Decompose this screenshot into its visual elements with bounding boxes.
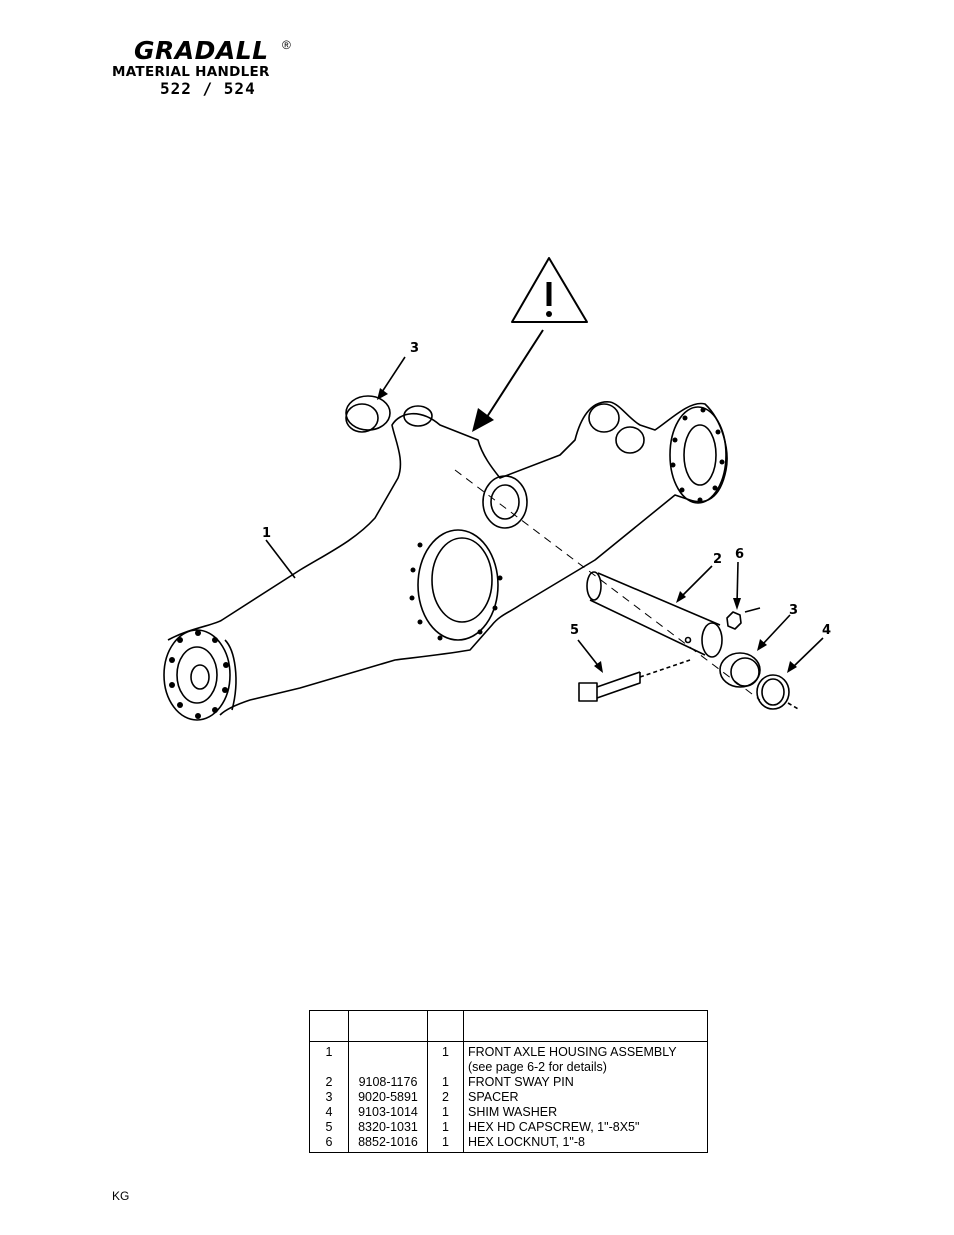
spacer-bottom: [719, 652, 761, 688]
parts-table: 1 1 FRONT AXLE HOUSING ASSEMBLY (see pag…: [309, 1010, 708, 1153]
logo-subtitle: MATERIAL HANDLER: [112, 64, 270, 80]
callout-6: 6: [735, 547, 744, 562]
header-desc: [463, 1010, 708, 1042]
cell-part: 9020-5891: [348, 1090, 428, 1105]
callout-4: 4: [822, 623, 831, 638]
callout-3-bottom: 3: [789, 603, 798, 618]
cell-item: 2: [309, 1075, 349, 1090]
cell-desc: FRONT AXLE HOUSING ASSEMBLY: [468, 1045, 677, 1059]
cell-item: 4: [309, 1105, 349, 1120]
header-qty: [427, 1010, 464, 1042]
footer-code: KG: [112, 1189, 130, 1203]
table-row: 4 9103-1014 1 SHIM WASHER: [309, 1105, 708, 1120]
cell-part: 9108-1176: [348, 1075, 428, 1090]
callout-3-top: 3: [410, 341, 419, 356]
table-row: 6 8852-1016 1 HEX LOCKNUT, 1"-8: [309, 1135, 708, 1153]
cell-qty: 1: [427, 1041, 464, 1060]
cell-part: 8320-1031: [348, 1120, 428, 1135]
cell-qty: 1: [427, 1135, 464, 1153]
cell-item: [309, 1060, 349, 1075]
cell-desc: HEX LOCKNUT, 1"-8: [468, 1135, 585, 1149]
shim-washer: [756, 674, 801, 711]
header-part: [348, 1010, 428, 1042]
cell-qty: 1: [427, 1120, 464, 1135]
cell-part: [348, 1041, 428, 1060]
table-row: 1 1 FRONT AXLE HOUSING ASSEMBLY: [309, 1041, 708, 1060]
locknut: [726, 607, 761, 630]
warning-arrow: [472, 329, 544, 432]
cell-part: 8852-1016: [348, 1135, 428, 1153]
header-item: [309, 1010, 349, 1042]
cell-qty: 1: [427, 1075, 464, 1090]
cell-qty: [427, 1060, 464, 1075]
table-row: (see page 6-2 for details): [309, 1060, 708, 1075]
axle-housing: [163, 401, 728, 721]
cell-qty: 2: [427, 1090, 464, 1105]
cell-item: 3: [309, 1090, 349, 1105]
cell-item: 1: [309, 1041, 349, 1060]
gradall-logo: GRADALL ® MATERIAL HANDLER 522 / 524: [112, 36, 302, 98]
registered-mark: ®: [282, 38, 291, 52]
cell-desc: SHIM WASHER: [468, 1105, 558, 1119]
cell-desc: (see page 6-2 for details): [468, 1060, 607, 1074]
cell-item: 5: [309, 1120, 349, 1135]
table-row: 3 9020-5891 2 SPACER: [309, 1090, 708, 1105]
cell-desc: HEX HD CAPSCREW, 1"-8X5": [468, 1120, 640, 1134]
sway-pin: [586, 571, 723, 658]
axle-exploded-diagram: 1 2 3 3 4 5 6: [163, 257, 831, 721]
cell-part: 9103-1014: [348, 1105, 428, 1120]
model-number: 522 / 524: [160, 79, 256, 98]
cell-desc: SPACER: [468, 1090, 519, 1104]
table-row: 2 9108-1176 1 FRONT SWAY PIN: [309, 1075, 708, 1090]
table-row: 5 8320-1031 1 HEX HD CAPSCREW, 1"-8X5": [309, 1120, 708, 1135]
warning-triangle-icon: [511, 257, 588, 323]
table-header-row: [309, 1010, 708, 1042]
callout-5: 5: [570, 623, 579, 638]
cell-desc: FRONT SWAY PIN: [468, 1075, 574, 1089]
callout-1: 1: [262, 526, 271, 541]
cell-part: [348, 1060, 428, 1075]
callout-2: 2: [713, 552, 722, 567]
cell-item: 6: [309, 1135, 349, 1153]
brand-name: GRADALL: [134, 36, 269, 65]
capscrew: [578, 659, 691, 702]
cell-qty: 1: [427, 1105, 464, 1120]
flange-bolts: [169, 407, 725, 719]
spacer-top: [345, 395, 391, 433]
